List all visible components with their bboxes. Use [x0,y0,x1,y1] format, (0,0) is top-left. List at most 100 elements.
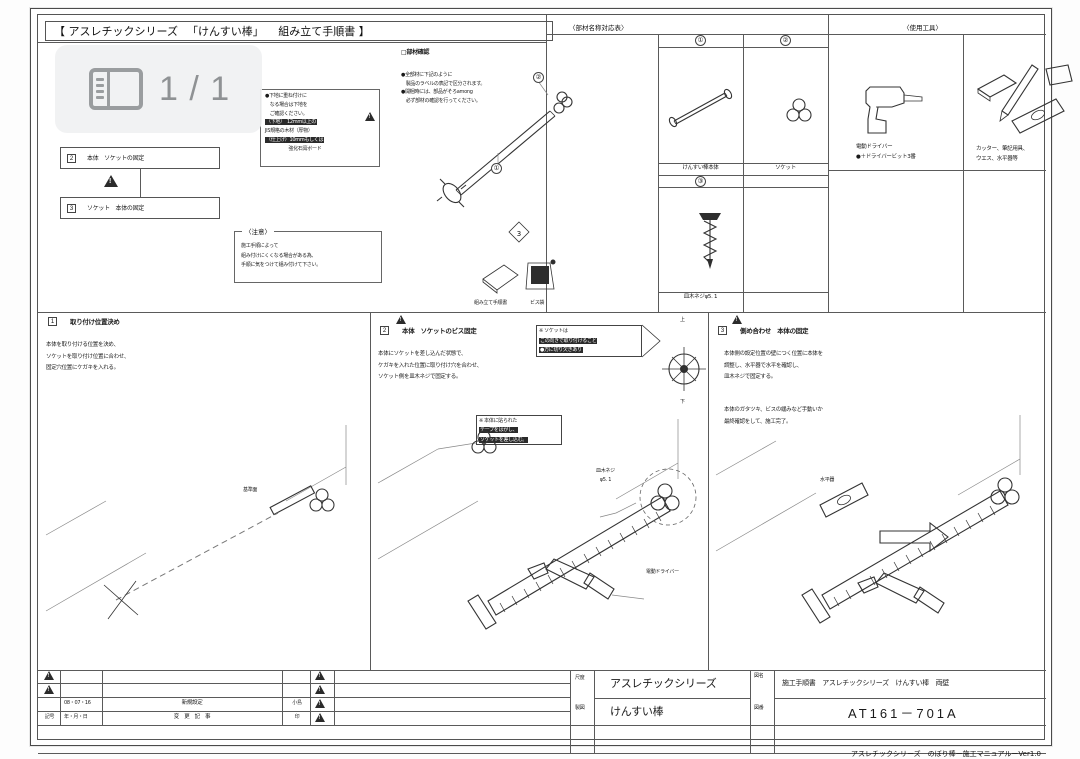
misc-part-label-screwbag: ビス袋 [530,300,545,306]
step-3-body: 本体側の設定位置の壁につく位置に本体を 調整し、水平器で水平を確認し、 皿木ネジ… [724,349,823,384]
parts-check-line: ●開梱時には、部品がそろamong [401,89,473,95]
flow-box-2-label: 本体 ソケットの固定 [87,155,145,162]
step-number-chip: 2 [67,154,76,163]
step-3-callout-level: 水平器 [820,477,835,483]
parts-table-name-2: ソケット [775,165,796,171]
parts-table-header-1: ① [695,35,706,46]
divider [658,163,828,164]
step-body-line: 皿木ネジで固定する。 [724,374,777,381]
flow-box-3: 3 ソケット 本体の固定 [60,197,220,219]
sidebar-panel-icon [89,68,143,110]
tool-line: カッター、筆記用具、 [976,146,1028,152]
step-body-line: 本体側の設定位置の壁につく位置に本体を [724,351,823,357]
step-body-line: ケガキを入れた位置に取り付け穴を合わせ、 [378,362,483,369]
parts-table-name-3: 皿木ネジφ5. 1 [683,294,718,300]
revision-date: 08・07・16 [64,700,91,706]
misc-part-label-manual: 組み立て手順書 [474,300,507,306]
divider [963,34,964,312]
page-title: 【 アスレチックシリーズ 「けんすい棒」 組み立て手順書 】 [54,25,370,38]
revision-triangle [315,713,325,722]
divider [774,670,775,753]
divider [594,670,595,753]
step-3-number: 3 [718,326,727,335]
divider [774,698,1046,699]
warning-icon [732,315,742,324]
step-3-drawing [715,415,1021,624]
step-body-line: ソケット側を皿木ネジで固定する。 [378,374,462,381]
step-1-title: 取り付け位置決め [70,318,120,326]
step-2-tape-callout: ※ 本体に貼られた テープをはがし、 ソケットを差し込む。 [476,415,562,445]
substrate-note-line: JIS規格の木材（厚物） [265,128,313,134]
callout-circle-2: ② [533,72,544,83]
caution-note-box: 施工手順によって 組み付けにくくなる場合がある為、 手順に気をつけて組み付けて下… [234,231,382,283]
divider [658,34,659,312]
divider [750,670,751,753]
callout-line: φ5. 1 [599,476,612,483]
step-2-callout-screw: 皿木ネジ φ5. 1 [596,467,615,484]
divider [310,670,311,725]
caution-line: 手順に気をつけて組み付けて下さい。 [241,262,321,268]
step-body-line: 本体のガタツキ、ビスの緩みなど手動いか [724,407,823,413]
parts-table-header-2: ② [780,35,791,46]
divider [658,292,828,293]
substrate-note-line: （仕上げ）10mmもしくは [265,136,325,143]
tool-line: ウエス、水平器等 [976,155,1018,162]
caution-caption: 〈注意〉 [242,226,274,236]
divider [38,753,1046,754]
divider [102,670,103,725]
tool-line: ●＋ドライバービット3番 [856,153,916,160]
sheet-title-line-1: アスレチックシリーズ [610,677,717,690]
titleblock-label-draft: 製図 [575,705,585,711]
sheet-footer: アスレチックシリーズ のぼり棒ー施工マニュアルーVer1.0 [850,750,1041,758]
warning-icon [104,175,118,187]
parts-table-caption: 〈部材名称対応表〉 [566,22,631,32]
callout-line: ※ 本体に貼られた [479,418,518,424]
parts-check-heading: □部材確認 [401,49,430,56]
titleblock-label-drawingname: 図名 [754,673,764,679]
step-body-line: 固定穴位置にケガキを入れる。 [46,365,119,372]
tools-drawing [976,64,1073,134]
revision-desc: 新規設定 [181,700,203,706]
substrate-note-line: なる場合は下地を [265,101,308,108]
callout-line: ソケットを差し込む。 [479,436,529,443]
step-2-drawing [377,419,697,630]
divider [38,711,570,712]
step-2-label-down: 下 [680,399,685,405]
divider [38,683,570,684]
sheet-title-line-2: けんすい棒 [610,705,664,718]
divider [370,312,371,670]
parts-table-header-3: ③ [695,176,706,187]
page-indicator-label: 1 / 1 [159,69,231,108]
divider [658,47,828,48]
sheet-title-bar: 【 アスレチックシリーズ 「けんすい棒」 組み立て手順書 】 [45,21,553,41]
panel-divider [107,72,110,106]
manual-name: 施工手順書 アスレチックシリーズ けんすい棒 両壁 [782,679,950,687]
revision-col-symbol: 記号 [44,714,55,720]
titleblock-label-drawingno: 図番 [754,705,764,711]
step-2-callout-driver: 電動ドライバー [646,569,679,575]
divider [708,312,709,670]
substrate-note-box: ●下地に重ね付けに なる場合は下地を ご確認ください。 （下地） 12mm以上の… [260,89,380,167]
divider [334,670,335,725]
part-screw-drawing [699,213,721,269]
callout-pointer [641,324,661,358]
step-1-body: 本体を取り付ける位置を決め、 ソケットを取り付け位置に合わせ、 固定穴位置にケガ… [46,340,130,375]
page-indicator-overlay[interactable]: 1 / 1 [55,45,262,133]
step-1-callout-base: 基準面 [243,487,258,493]
callout-circle-1: ① [491,163,502,174]
divider [546,15,547,312]
warning-icon [365,112,375,121]
step-body-line: 調整し、水平器で水平を確認し、 [724,362,803,369]
tool-label-drill: 電動ドライバー ●＋ドライバービット3番 [856,143,916,163]
step-2-title: 本体 ソケットのビス固定 [402,327,477,335]
step-body-line: 最終確認をして、施工完了。 [724,418,792,425]
step-body-line: 本体にソケットを差し込んだ状態で、 [378,351,467,357]
divider [658,187,828,188]
step-number-chip: 3 [67,204,76,213]
step-2-orientation-callout: ※ ソケットは この向きで取り付けること ●方に切り欠きあり [536,325,642,357]
callout-line: この向きで取り付けること [539,337,598,344]
divider [282,670,283,725]
revision-triangle [44,671,54,680]
step-1-drawing [45,425,347,620]
panel-rows [96,78,104,102]
